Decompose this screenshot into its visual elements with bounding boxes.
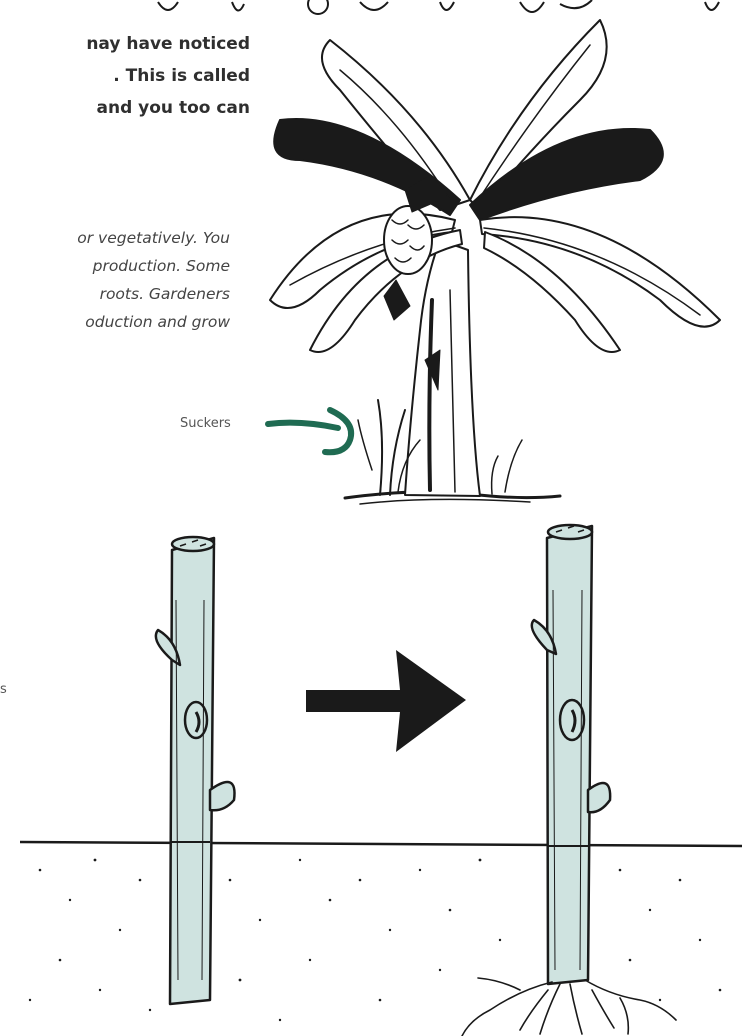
heading-lettering-fragment: [158, 0, 719, 14]
banana-plant-illustration: [270, 20, 720, 504]
suckers-pointer-arrow: [268, 410, 351, 452]
transition-arrow: [306, 650, 466, 752]
soil-ground: [20, 842, 742, 1021]
stem-cutting-rooted: [462, 525, 676, 1036]
stem-cutting-before: [156, 537, 235, 1004]
